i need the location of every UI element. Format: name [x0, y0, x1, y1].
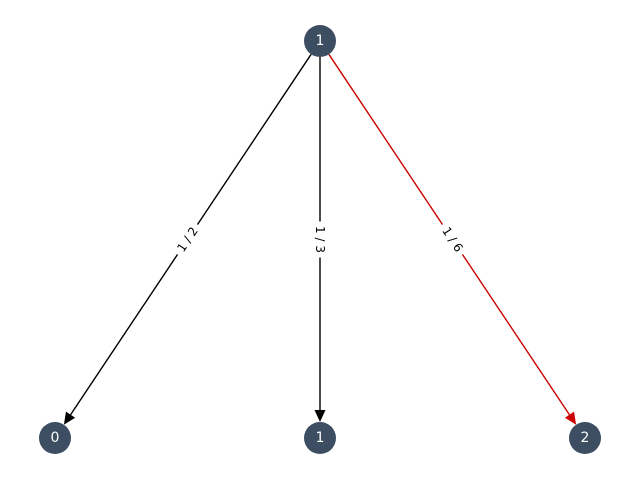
- edge-root-to-leaf2: 1 / 6: [328, 53, 577, 425]
- arrowhead-icon: [314, 410, 326, 422]
- node-root: 1: [304, 25, 336, 57]
- node-circle: [569, 422, 601, 454]
- edge-root-to-leaf1: 1 / 3: [312, 57, 328, 422]
- node-circle: [304, 422, 336, 454]
- node-label: 2: [581, 430, 590, 446]
- node-label: 1: [316, 430, 325, 446]
- edges-layer: 1 / 2 1 / 3 1 / 6: [63, 53, 577, 425]
- edge-label: 1 / 6: [435, 220, 470, 259]
- node-circle: [39, 422, 71, 454]
- edge-label: 1 / 3: [312, 221, 328, 258]
- node-circle: [304, 25, 336, 57]
- arrowhead-icon: [564, 411, 577, 425]
- edge-root-to-leaf0: 1 / 2: [63, 53, 312, 425]
- nodes-layer: 1 0 1 2: [39, 25, 601, 454]
- edge-label: 1 / 2: [170, 220, 205, 259]
- edge-label-background: [170, 220, 205, 259]
- arrowhead-icon: [63, 411, 76, 425]
- node-label: 1: [316, 33, 325, 49]
- node-leaf0: 0: [39, 422, 71, 454]
- node-leaf2: 2: [569, 422, 601, 454]
- node-leaf1: 1: [304, 422, 336, 454]
- node-label: 0: [51, 430, 60, 446]
- edge-label-background: [435, 220, 470, 259]
- edge-label-text: 1 / 3: [313, 226, 327, 253]
- edge-label-background: [312, 221, 328, 258]
